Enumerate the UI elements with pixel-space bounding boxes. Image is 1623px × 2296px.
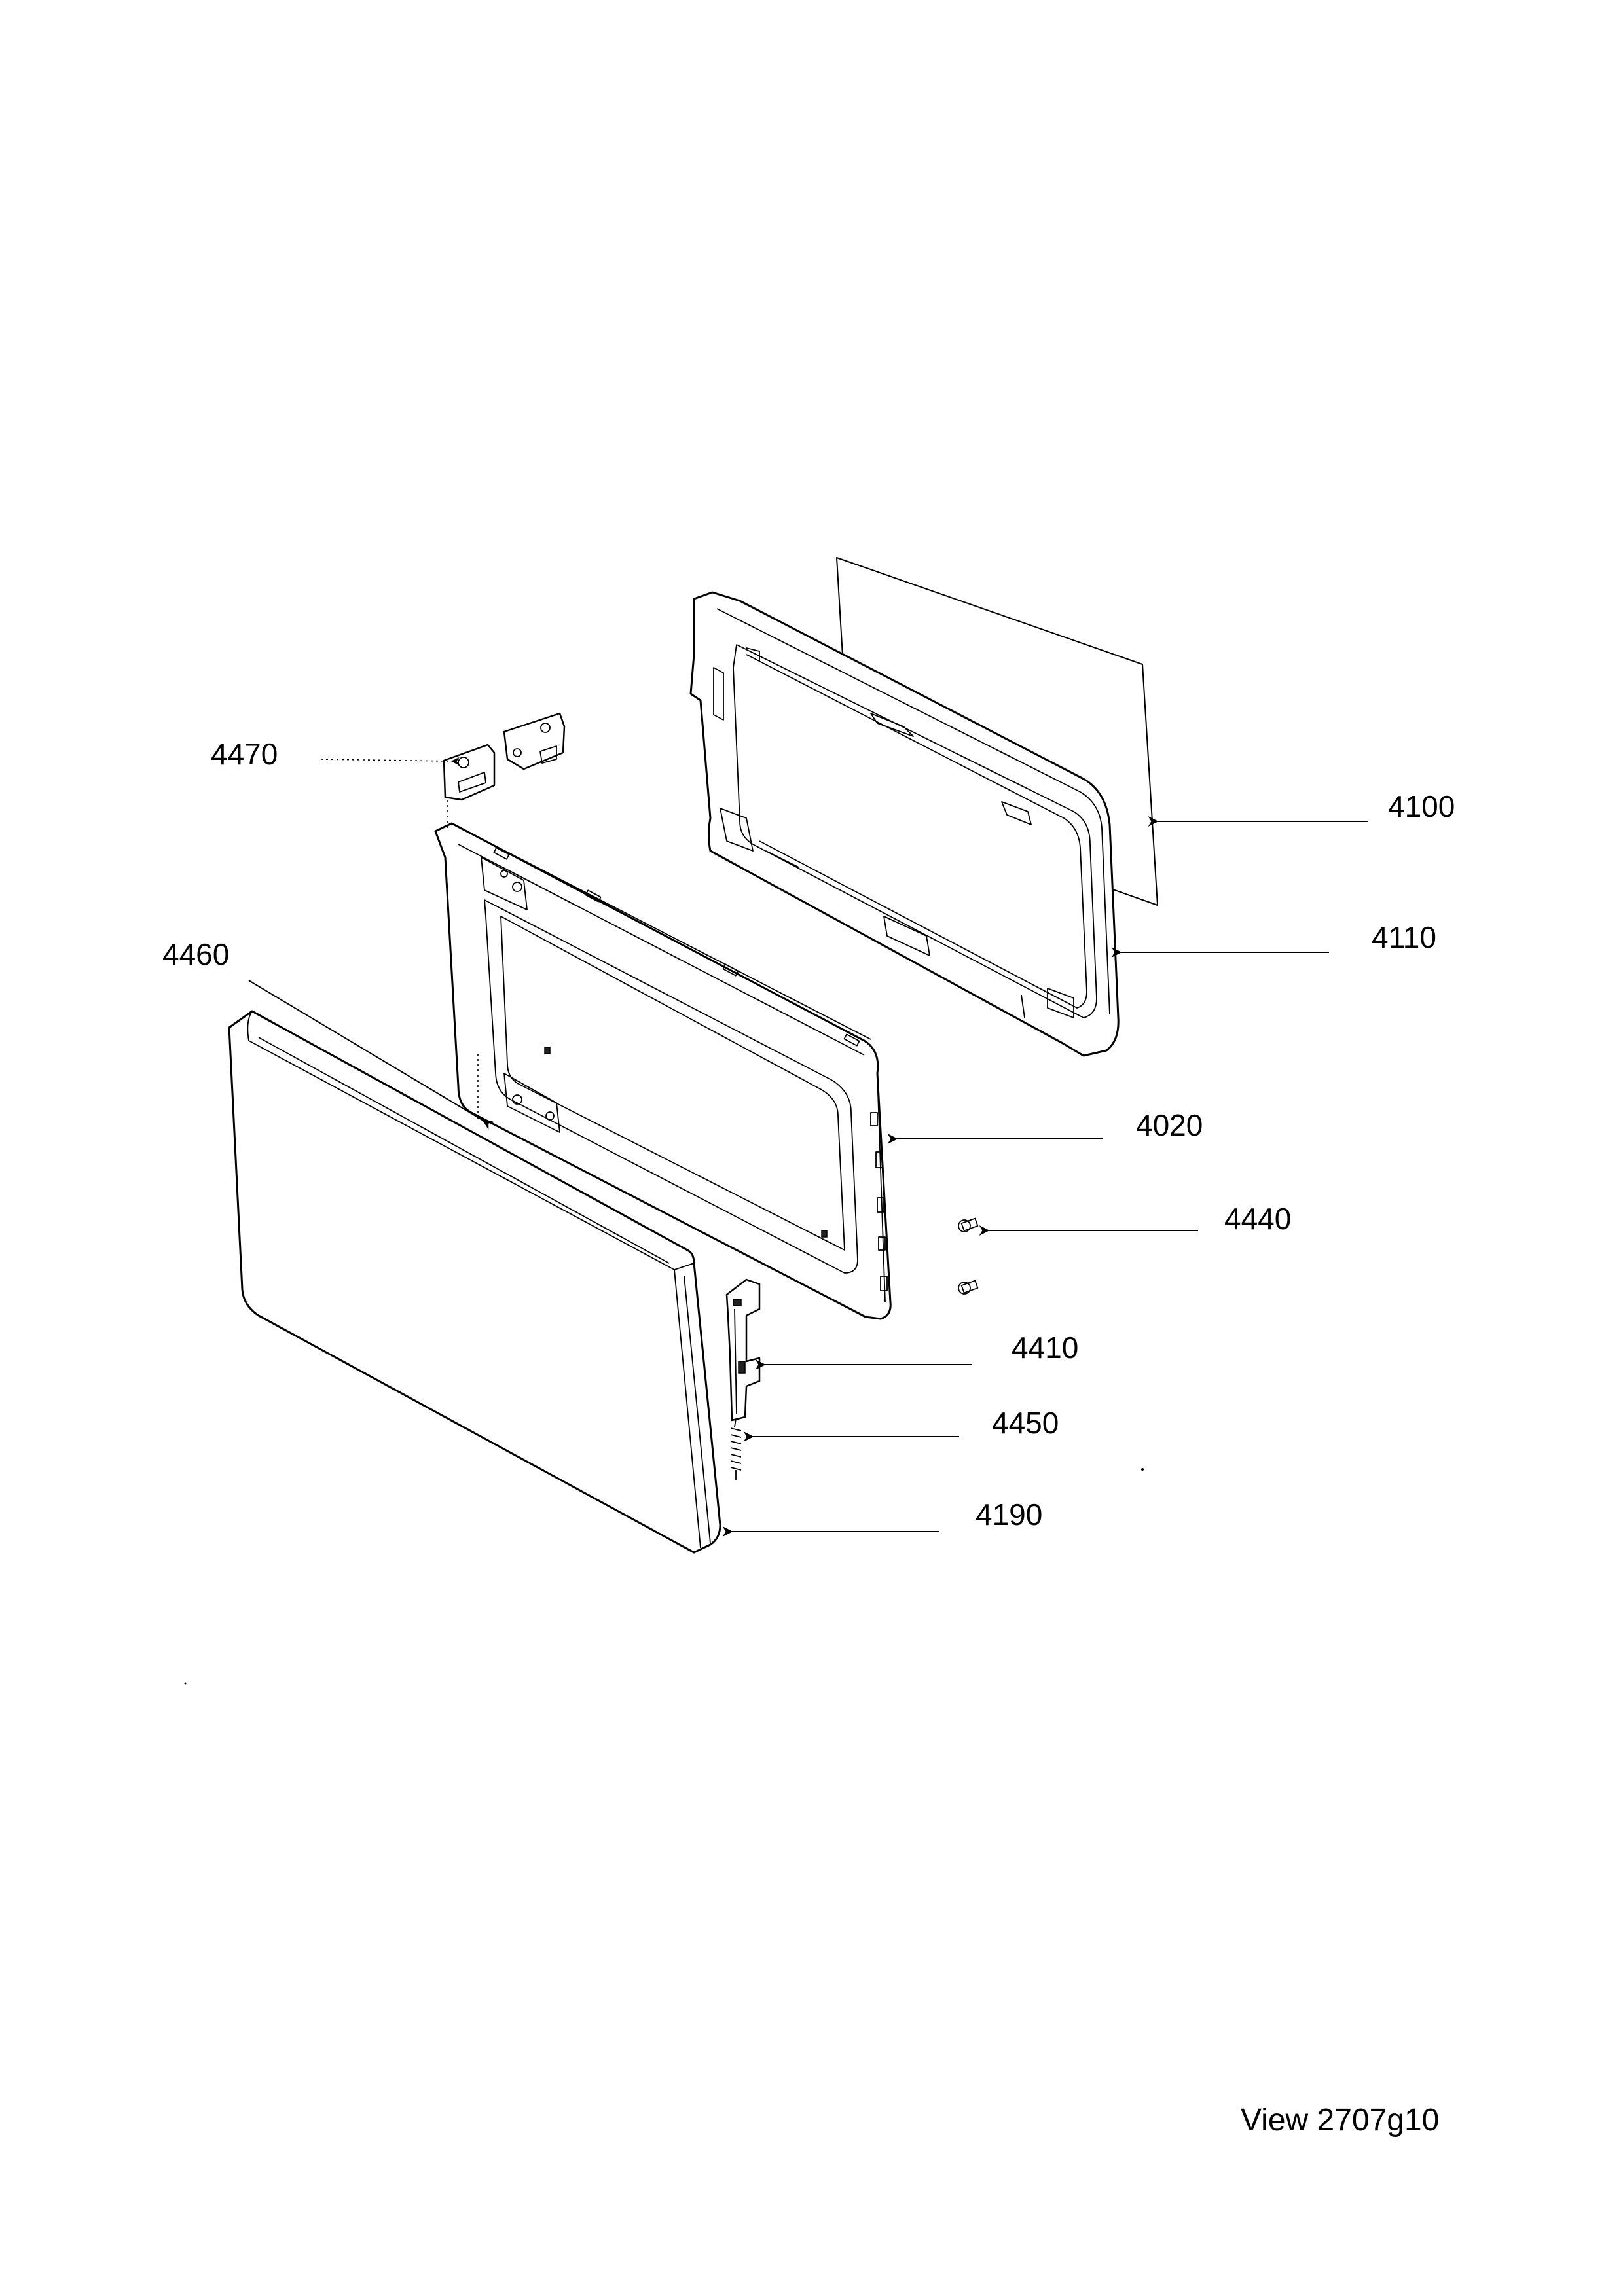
label-4110: 4110 [1372,920,1436,954]
label-4450: 4450 [992,1406,1059,1440]
part-4020-door-frame [434,822,892,1320]
label-4440: 4440 [1224,1202,1291,1236]
stray-dot [184,1682,187,1685]
screw [958,1217,979,1232]
part-4440-screws [958,1217,979,1295]
leader-4460 [248,980,494,1130]
label-4460: 4460 [162,937,229,971]
part-4190-outer-door-panel [228,1010,721,1554]
screw [958,1280,979,1295]
label-4100: 4100 [1388,789,1455,823]
stray-dot [1141,1468,1144,1471]
leader-lines [248,757,1368,1537]
part-labels: 4470 4460 4100 4110 4020 4440 4410 4450 … [162,737,1455,1532]
label-4190: 4190 [976,1498,1042,1532]
label-4020: 4020 [1136,1108,1203,1142]
label-4410: 4410 [1012,1331,1078,1365]
view-caption: View 2707g10 [1241,2103,1439,2138]
part-4110-inner-frame [689,591,1120,1057]
part-4410-door-latch [725,1278,761,1422]
part-4450-spring [730,1418,742,1480]
leader-4470 [320,757,460,766]
label-4470: 4470 [211,737,278,771]
